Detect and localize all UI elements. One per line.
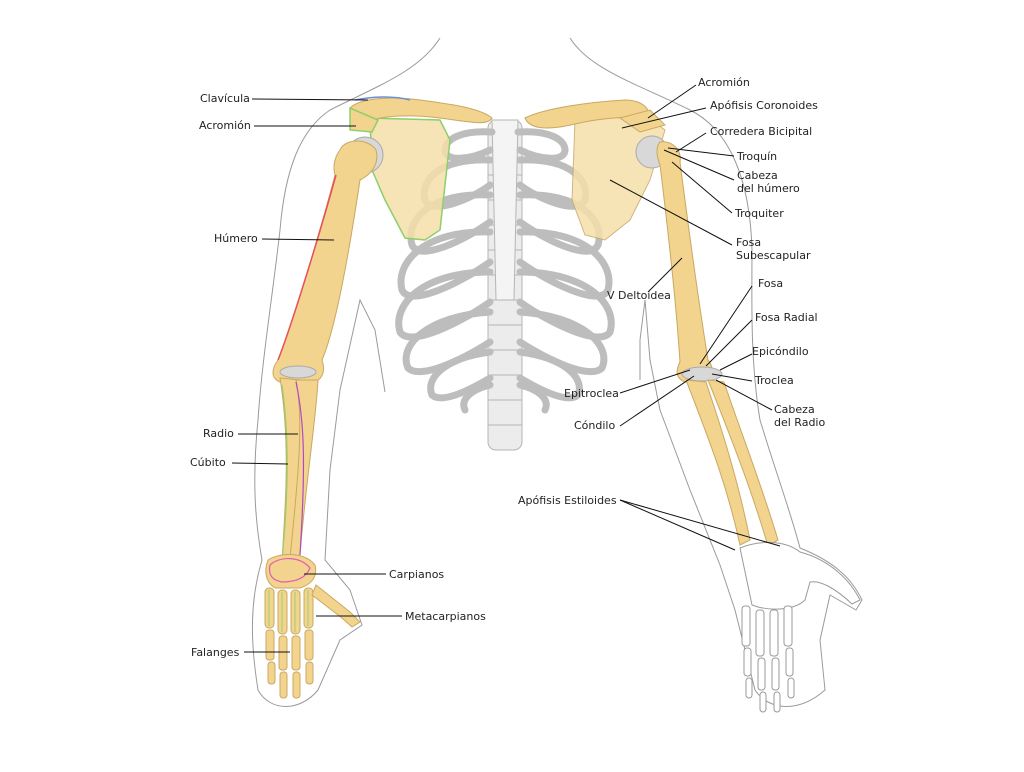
label-apofisis-coronoides: Apófisis Coronoides <box>710 99 818 112</box>
label-v-deltoidea: V Deltoidea <box>607 289 671 302</box>
label-falanges: Falanges <box>191 646 240 659</box>
label-cabeza-radio: Cabeza del Radio <box>774 403 826 429</box>
body-outline <box>251 37 863 707</box>
right-humerus <box>635 135 723 383</box>
label-humero: Húmero <box>214 232 258 245</box>
label-clavicula: Clavícula <box>200 92 250 105</box>
label-fosa-subescapular: Fosa Subescapular <box>736 236 811 262</box>
left-hand <box>264 554 361 699</box>
right-forearm <box>685 379 779 547</box>
label-apofisis-estiloides: Apófisis Estiloides <box>518 494 617 507</box>
leader-lines-left <box>231 98 402 653</box>
left-shoulder <box>349 96 493 241</box>
label-carpianos: Carpianos <box>389 568 445 581</box>
label-acromion-right: Acromión <box>698 76 750 89</box>
label-epitroclea: Epitroclea <box>564 387 619 400</box>
label-cabeza-humero: Cabeza del húmero <box>737 169 800 195</box>
label-fosa: Fosa <box>758 277 784 290</box>
label-metacarpianos: Metacarpianos <box>405 610 486 623</box>
label-radio: Radio <box>203 427 234 440</box>
label-troquin: Troquín <box>737 150 778 163</box>
label-cubito: Cúbito <box>190 456 226 469</box>
label-condilo: Cóndilo <box>574 419 616 432</box>
label-troclea: Troclea <box>755 374 794 387</box>
label-epicondilo: Epicóndilo <box>752 345 809 358</box>
right-hand <box>739 541 861 713</box>
leader-lines-right <box>609 84 781 551</box>
left-forearm <box>279 377 319 561</box>
label-acromion-left: Acromión <box>199 119 251 132</box>
spine <box>487 119 523 451</box>
label-fosa-radial: Fosa Radial <box>755 311 818 324</box>
label-troquiter: Troquiter <box>735 207 784 220</box>
label-corredera-bicipital: Corredera Bicipital <box>710 125 813 138</box>
right-shoulder <box>524 99 666 241</box>
left-humerus <box>272 136 384 383</box>
